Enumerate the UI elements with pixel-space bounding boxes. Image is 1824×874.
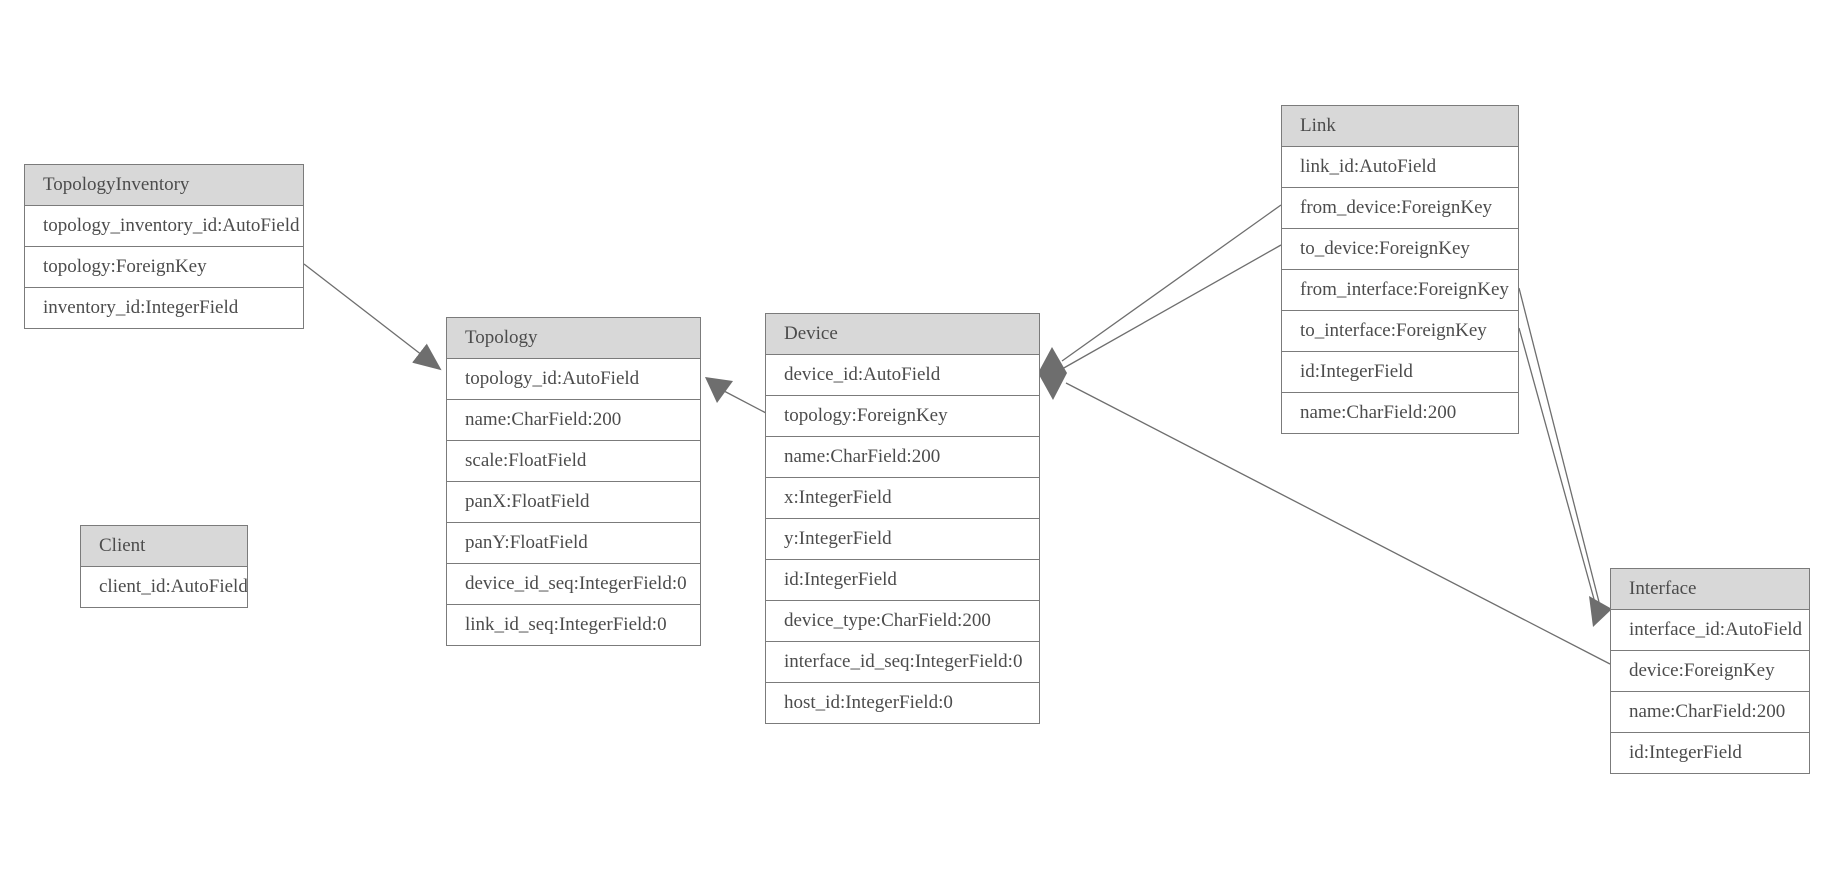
field-row-device-interface_id_seq: interface_id_seq:IntegerField:0 <box>766 642 1039 683</box>
table-title-device: Device <box>766 314 1039 355</box>
relation-line-link-to-device <box>1061 244 1282 370</box>
arrowhead-into-device-icon <box>1038 347 1067 400</box>
table-title-link: Link <box>1282 106 1518 147</box>
field-row-interface-interface_id: interface_id:AutoField <box>1611 610 1809 651</box>
field-row-topology-panY: panY:FloatField <box>447 523 700 564</box>
field-row-device-id: id:IntegerField <box>766 560 1039 601</box>
field-row-link-to_interface: to_interface:ForeignKey <box>1282 311 1518 352</box>
field-row-topology-scale: scale:FloatField <box>447 441 700 482</box>
table-title-client: Client <box>81 526 247 567</box>
field-row-topologyinventory-topology_inventory_id: topology_inventory_id:AutoField <box>25 206 303 247</box>
table-title-topology: Topology <box>447 318 700 359</box>
table-title-interface: Interface <box>1611 569 1809 610</box>
field-row-interface-name: name:CharField:200 <box>1611 692 1809 733</box>
field-row-device-name: name:CharField:200 <box>766 437 1039 478</box>
arrowhead-device-topology-icon <box>705 377 733 403</box>
field-row-device-host_id: host_id:IntegerField:0 <box>766 683 1039 723</box>
field-row-device-device_type: device_type:CharField:200 <box>766 601 1039 642</box>
field-row-link-to_device: to_device:ForeignKey <box>1282 229 1518 270</box>
field-row-interface-id: id:IntegerField <box>1611 733 1809 773</box>
relation-line-device-topology <box>723 390 767 414</box>
field-row-device-topology: topology:ForeignKey <box>766 396 1039 437</box>
field-row-device-device_id: device_id:AutoField <box>766 355 1039 396</box>
relation-line-link-to-interface <box>1518 327 1598 611</box>
field-row-device-x: x:IntegerField <box>766 478 1039 519</box>
field-row-client-client_id: client_id:AutoField <box>81 567 247 607</box>
field-row-device-y: y:IntegerField <box>766 519 1039 560</box>
field-row-link-id: id:IntegerField <box>1282 352 1518 393</box>
field-row-link-name: name:CharField:200 <box>1282 393 1518 433</box>
field-row-topology-device_id_seq: device_id_seq:IntegerField:0 <box>447 564 700 605</box>
field-row-topology-name: name:CharField:200 <box>447 400 700 441</box>
arrowhead-into-interface-icon <box>1589 596 1612 627</box>
field-row-link-link_id: link_id:AutoField <box>1282 147 1518 188</box>
relation-line-topologyinventory-topology <box>303 263 442 371</box>
field-row-topology-topology_id: topology_id:AutoField <box>447 359 700 400</box>
field-row-link-from_device: from_device:ForeignKey <box>1282 188 1518 229</box>
relation-line-link-from-device <box>1061 204 1282 362</box>
field-row-topology-link_id_seq: link_id_seq:IntegerField:0 <box>447 605 700 645</box>
field-row-topologyinventory-topology: topology:ForeignKey <box>25 247 303 288</box>
relation-line-interface-device <box>1065 382 1611 665</box>
field-row-interface-device: device:ForeignKey <box>1611 651 1809 692</box>
field-row-topologyinventory-inventory_id: inventory_id:IntegerField <box>25 288 303 328</box>
relation-line-link-from-interface <box>1518 287 1600 603</box>
field-row-link-from_interface: from_interface:ForeignKey <box>1282 270 1518 311</box>
field-row-topology-panX: panX:FloatField <box>447 482 700 523</box>
table-title-topologyinventory: TopologyInventory <box>25 165 303 206</box>
